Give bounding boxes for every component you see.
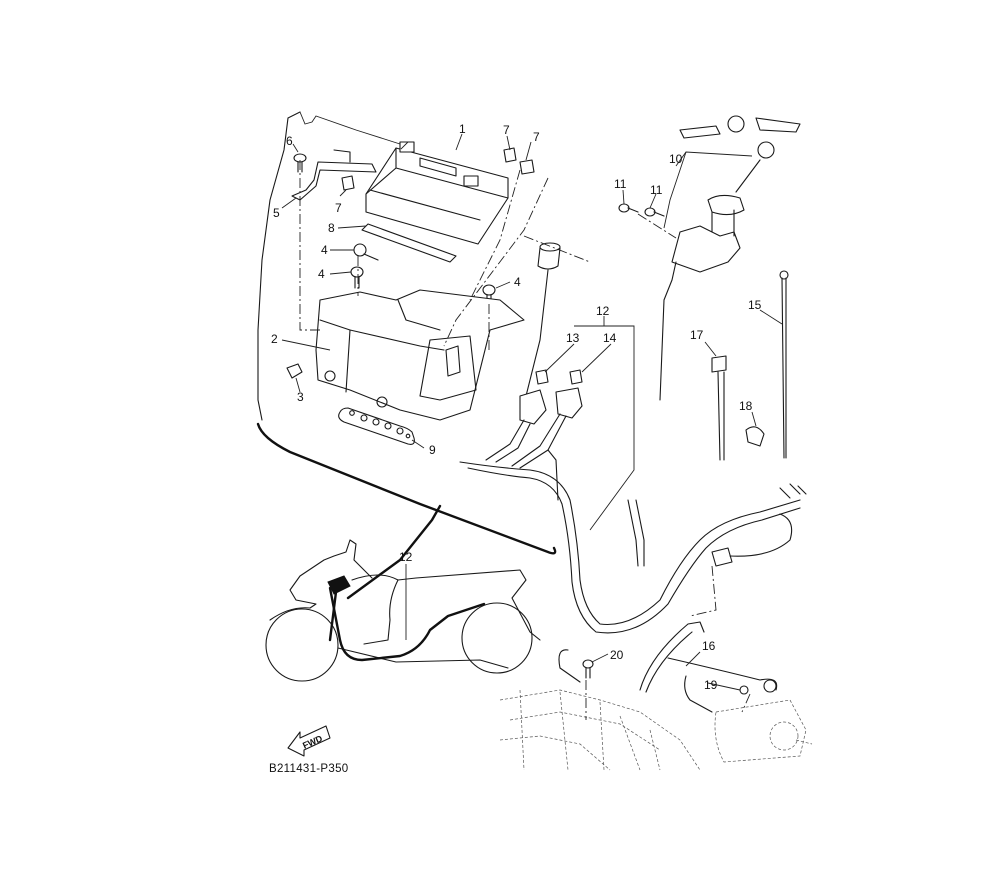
callout-7c[interactable]: 7 — [335, 201, 342, 215]
drawing-code: B211431-P350 — [269, 763, 348, 775]
callout-15[interactable]: 15 — [748, 298, 762, 312]
callout-10[interactable]: 10 — [669, 152, 683, 166]
wire-harness-part-12[interactable] — [459, 413, 807, 634]
callout-8[interactable]: 8 — [328, 221, 335, 235]
callout-3[interactable]: 3 — [297, 390, 304, 404]
fuse-connectors — [519, 387, 583, 425]
callout-7b[interactable]: 7 — [533, 130, 540, 144]
callout-19[interactable]: 19 — [704, 678, 718, 692]
callout-9[interactable]: 9 — [429, 443, 436, 457]
battery-part-1[interactable] — [365, 141, 509, 245]
engine-outline — [499, 689, 701, 771]
scooter-silhouette — [265, 539, 541, 682]
fuse-strip-part-9[interactable] — [338, 407, 415, 445]
callout-12a[interactable]: 12 — [596, 304, 610, 318]
callout-20[interactable]: 20 — [610, 648, 624, 662]
callout-11b[interactable]: 11 — [650, 183, 663, 197]
bolt-part-11b[interactable] — [644, 207, 665, 217]
callout-17[interactable]: 17 — [690, 328, 704, 342]
callout-2[interactable]: 2 — [271, 332, 278, 346]
clamp-part-18[interactable] — [745, 426, 765, 447]
nut-part-19[interactable] — [739, 685, 749, 695]
nut-clip-part-3[interactable] — [286, 363, 303, 379]
callout-12b[interactable]: 12 — [399, 550, 413, 564]
bolt-part-4b[interactable] — [350, 266, 364, 289]
bolt-part-11a[interactable] — [618, 203, 639, 213]
starter-motor — [714, 699, 813, 763]
rubber-cap — [519, 242, 561, 421]
forward-direction-marker — [287, 725, 331, 757]
damper-part-7[interactable] — [341, 147, 535, 191]
battery-box-part-2[interactable] — [315, 289, 525, 421]
main-switch-part-10[interactable] — [659, 194, 745, 401]
starter-lead-part-16[interactable] — [639, 621, 778, 713]
callout-labels: 1 2 3 4 4 4 5 6 7 7 7 8 9 10 11 11 12 12… — [271, 122, 762, 692]
callout-1[interactable]: 1 — [459, 122, 466, 136]
fuse-part-14[interactable] — [569, 369, 583, 385]
battery-pad-part-8[interactable] — [361, 223, 457, 263]
callout-4b[interactable]: 4 — [318, 267, 325, 281]
fuse-part-13[interactable] — [535, 369, 549, 385]
callout-16[interactable]: 16 — [702, 639, 716, 653]
callout-5[interactable]: 5 — [273, 206, 280, 220]
callout-4c[interactable]: 4 — [514, 275, 521, 289]
callout-14[interactable]: 14 — [603, 331, 617, 345]
callout-7a[interactable]: 7 — [503, 123, 510, 137]
callout-11a[interactable]: 11 — [614, 177, 627, 191]
cable-tie-part-15[interactable] — [779, 270, 789, 459]
callout-18[interactable]: 18 — [739, 399, 753, 413]
key-set[interactable] — [679, 115, 801, 193]
band-part-17[interactable] — [711, 355, 727, 461]
bolt-part-4a[interactable] — [353, 243, 379, 261]
callout-6[interactable]: 6 — [286, 134, 293, 148]
bolt-part-20[interactable] — [558, 649, 594, 683]
leader-lines — [281, 133, 783, 720]
detail-enclosure — [256, 111, 557, 600]
callout-4a[interactable]: 4 — [321, 243, 328, 257]
callout-13[interactable]: 13 — [566, 331, 580, 345]
